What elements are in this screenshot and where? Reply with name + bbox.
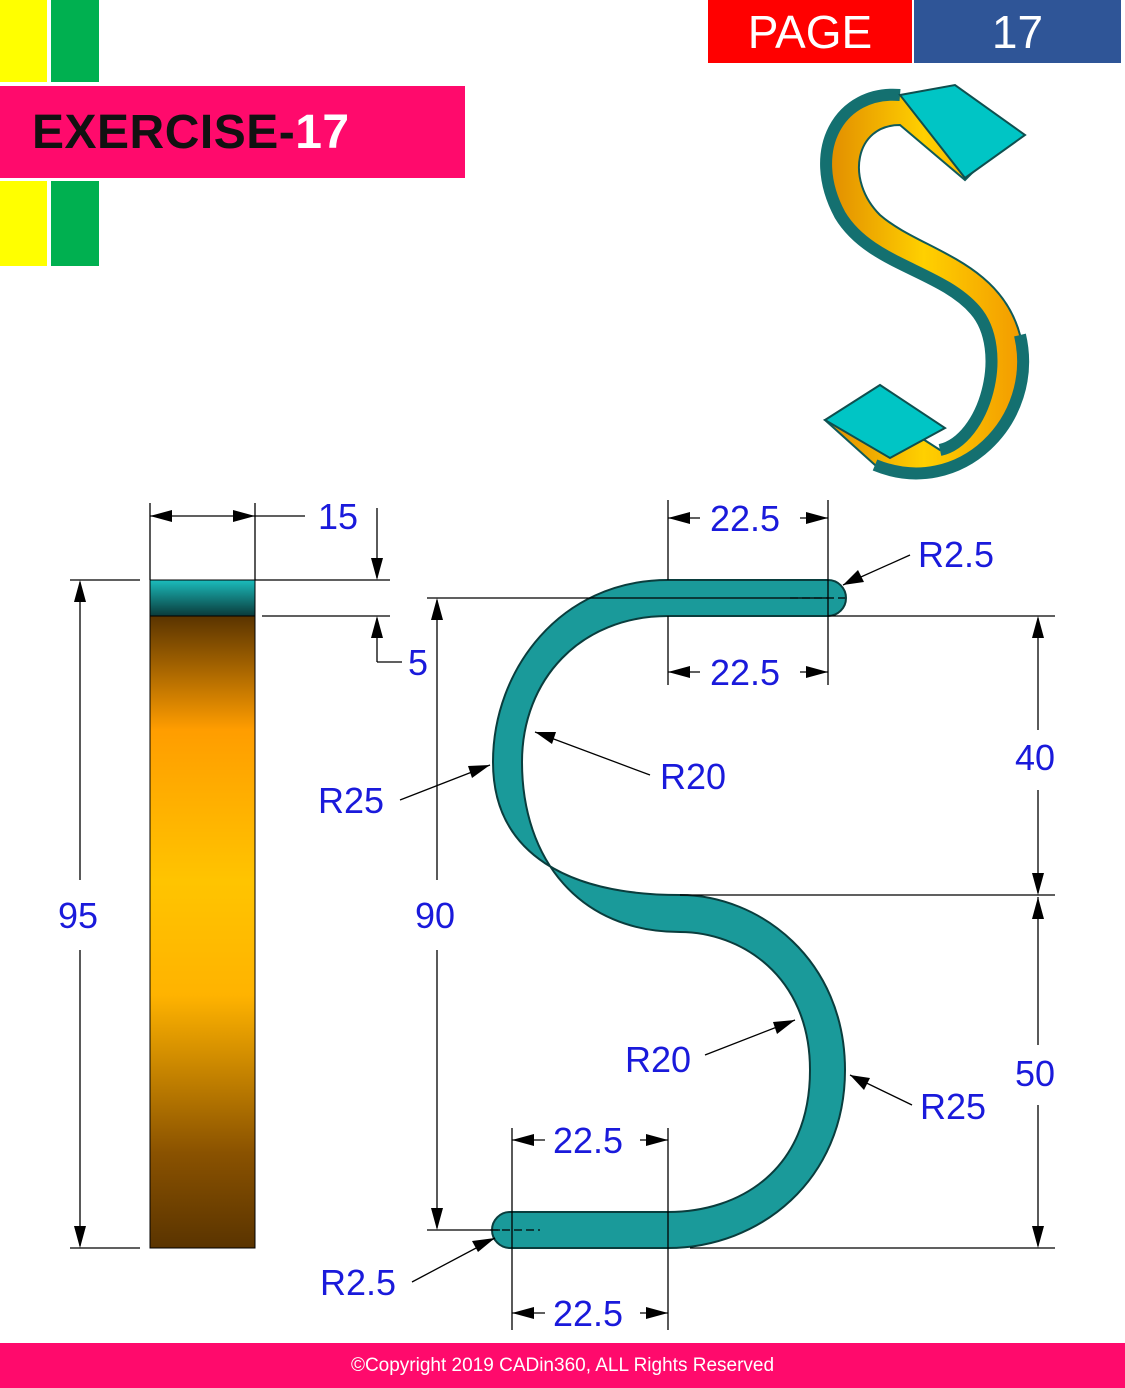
dim-lower-outer-radius: R25 [920,1086,986,1127]
dim-top-end-radius: R2.5 [918,534,994,575]
side-view [149,579,256,1249]
dim-bottom-length-lower: 22.5 [553,1293,623,1334]
dim-top-length-upper: 22.5 [710,498,780,539]
dim-upper-outer-radius: R25 [318,780,384,821]
yellow-block-bottom [0,181,47,266]
exercise-title: EXERCISE-17 [32,105,350,160]
copyright-text: ©Copyright 2019 CADin360, ALL Rights Res… [350,1354,775,1376]
green-block-bottom [51,181,99,266]
arrowheads [74,510,1044,1319]
dim-bottom-end-radius: R2.5 [320,1262,396,1303]
dim-side-top-thickness: 5 [408,642,428,683]
dim-side-width: 15 [318,496,358,537]
exercise-title-bar: EXERCISE-17 [0,86,465,178]
footer-bar: ©Copyright 2019 CADin360, ALL Rights Res… [0,1343,1125,1388]
exercise-title-prefix: EXERCISE- [32,105,296,159]
green-block-top [51,0,99,82]
dim-upper-inner-radius: R20 [660,756,726,797]
dim-lower-inner-radius: R20 [625,1039,691,1080]
page-label: PAGE [708,0,912,63]
dim-bottom-length-upper: 22.5 [553,1120,623,1161]
exercise-title-number: 17 [295,105,350,159]
page-number: 17 [914,0,1121,63]
front-view-s [491,579,847,1249]
s-hook-isometric-icon [820,83,1030,480]
dim-side-height: 95 [58,895,98,936]
yellow-block-top [0,0,47,82]
technical-drawing: 15 5 95 22.5 R2.5 22.5 R20 R25 40 90 R20… [58,83,1055,1334]
dim-lower-height: 50 [1015,1053,1055,1094]
dim-top-length-lower: 22.5 [710,652,780,693]
dimension-labels: 15 5 95 22.5 R2.5 22.5 R20 R25 40 90 R20… [58,496,1055,1334]
dim-total-height: 90 [415,895,455,936]
dim-upper-height: 40 [1015,737,1055,778]
